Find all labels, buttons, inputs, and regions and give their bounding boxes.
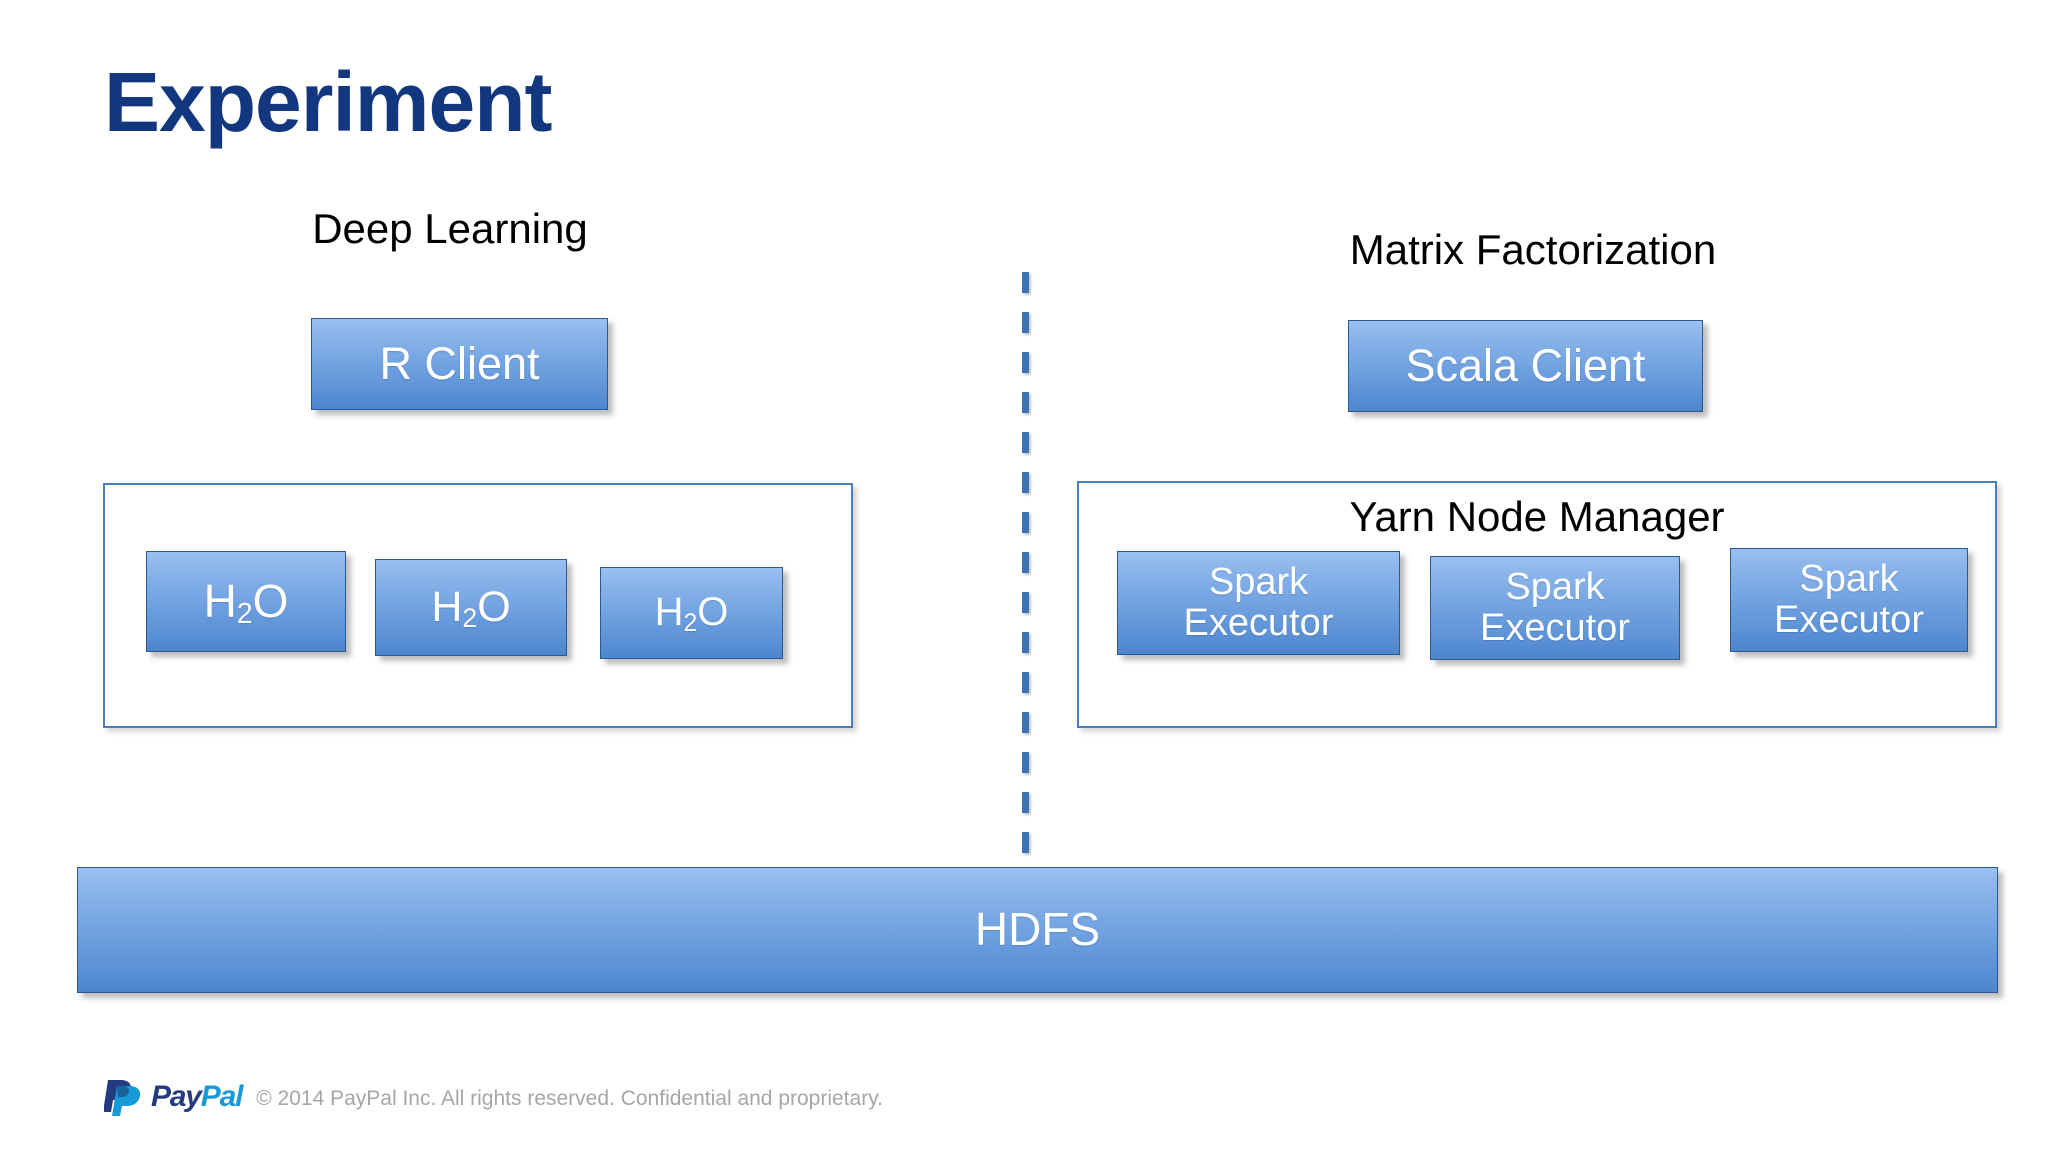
h2o-node-box[interactable]: H2O	[600, 567, 783, 659]
h2o-formula: H2O	[431, 583, 511, 634]
spark-executor-line2: Executor	[1774, 599, 1924, 641]
paypal-mark-icon	[104, 1080, 141, 1116]
section-heading-deep-learning: Deep Learning	[312, 205, 588, 252]
scala-client-box[interactable]: Scala Client	[1348, 320, 1703, 412]
h2o-suffix: O	[697, 590, 729, 635]
h2o-subscript: 2	[683, 609, 698, 637]
spark-executor-label: Spark Executor	[1774, 557, 1924, 641]
spark-executor-line1: Spark	[1799, 557, 1899, 600]
r-client-box[interactable]: R Client	[311, 318, 608, 410]
paypal-wordmark-part2: Pal	[200, 1080, 244, 1113]
footer: PayPal © 2014 PayPal Inc. All rights res…	[104, 1078, 883, 1116]
spark-executor-box[interactable]: Spark Executor	[1730, 548, 1968, 652]
h2o-node-box[interactable]: H2O	[146, 551, 346, 652]
h2o-suffix: O	[252, 574, 289, 627]
h2o-element: H	[654, 590, 684, 635]
paypal-wordmark-part1: Pay	[151, 1080, 202, 1113]
dashed-divider	[1022, 272, 1029, 872]
h2o-subscript: 2	[236, 597, 253, 630]
section-heading-matrix-factorization: Matrix Factorization	[1349, 226, 1717, 273]
h2o-formula: H2O	[203, 574, 289, 630]
spark-executor-label: Spark Executor	[1183, 560, 1334, 644]
spark-executor-box[interactable]: Spark Executor	[1430, 556, 1680, 660]
h2o-suffix: O	[477, 583, 511, 632]
page-title: Experiment	[104, 55, 552, 149]
h2o-element: H	[203, 574, 237, 627]
spark-executor-box[interactable]: Spark Executor	[1117, 551, 1400, 655]
spark-executor-label: Spark Executor	[1480, 565, 1630, 649]
h2o-subscript: 2	[462, 603, 478, 634]
yarn-node-manager-label: Yarn Node Manager	[1349, 493, 1725, 540]
footer-copyright: © 2014 PayPal Inc. All rights reserved. …	[256, 1087, 883, 1110]
spark-executor-line2: Executor	[1183, 602, 1334, 644]
h2o-node-box[interactable]: H2O	[375, 559, 567, 656]
paypal-logo: PayPal	[104, 1078, 244, 1116]
paypal-wordmark: PayPal	[151, 1080, 244, 1113]
spark-executor-line1: Spark	[1505, 565, 1605, 608]
hdfs-bar[interactable]: HDFS	[77, 867, 1998, 993]
spark-executor-line1: Spark	[1208, 560, 1309, 603]
spark-executor-line2: Executor	[1480, 607, 1630, 649]
h2o-element: H	[431, 583, 463, 632]
h2o-formula: H2O	[654, 590, 729, 637]
